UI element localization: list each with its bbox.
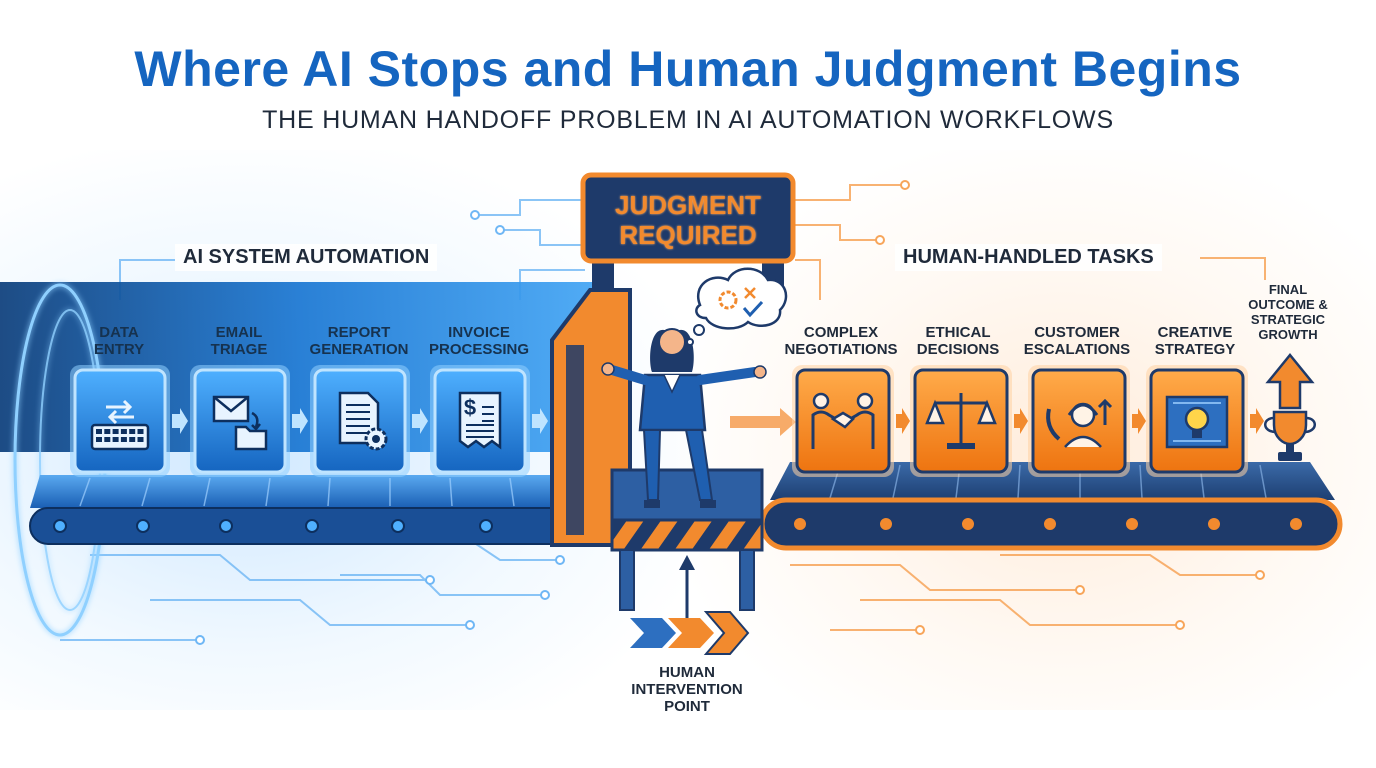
- invoice-dollar-icon: $: [458, 391, 502, 450]
- ai-task-label-report-generation: REPORT GENERATION: [309, 324, 409, 358]
- belt-roller: [305, 519, 319, 533]
- belt-roller: [878, 516, 894, 532]
- belt-roller: [1206, 516, 1222, 532]
- ai-task-tiles: $: [70, 365, 530, 477]
- belt-roller: [1042, 516, 1058, 532]
- flow-arrow-icon: [1014, 408, 1028, 434]
- task-tile: [1146, 365, 1248, 477]
- circuit-lines-right: [790, 184, 1266, 631]
- lightbulb-blueprint-icon: [1165, 395, 1229, 449]
- flow-arrows: [172, 408, 1264, 434]
- belt-roller: [391, 519, 405, 533]
- page-subtitle: THE HUMAN HANDOFF PROBLEM IN AI AUTOMATI…: [262, 106, 1114, 134]
- ai-conveyor-belt: [29, 475, 621, 545]
- human-figure: [601, 328, 767, 508]
- headset-agent-icon: [1046, 398, 1113, 448]
- belt-roller: [1124, 516, 1140, 532]
- belt-roller: [960, 516, 976, 532]
- task-tile: $: [430, 365, 530, 477]
- human-task-label-creative-strategy: CREATIVE STRATEGY: [1154, 324, 1236, 358]
- report-gear-icon: [338, 391, 388, 451]
- flow-arrow-icon: [292, 408, 308, 434]
- flow-arrow-icon: [896, 408, 910, 434]
- ai-belt-rollers: [53, 519, 579, 533]
- handoff-arrow-icon: [630, 555, 750, 655]
- ai-task-label-data-entry: DATA ENTRY: [93, 324, 145, 358]
- belt-roller: [219, 519, 233, 533]
- task-tile: [910, 365, 1012, 477]
- human-section-label: HUMAN-HANDLED TASKS: [895, 244, 1162, 271]
- trophy-arrow-icon: [1264, 353, 1316, 461]
- page-title: Where AI Stops and Human Judgment Begins: [134, 41, 1242, 97]
- scales-icon: [925, 393, 997, 449]
- svg-text:$: $: [464, 395, 476, 420]
- flow-arrow-icon: [1132, 408, 1146, 434]
- email-folder-icon: [212, 395, 268, 451]
- thought-bubble-icon: [686, 267, 788, 346]
- sign-line-1: JUDGMENT: [615, 190, 761, 220]
- belt-roller: [792, 516, 808, 532]
- flow-arrow-icon: [172, 408, 188, 434]
- flow-arrow-icon: [412, 408, 428, 434]
- judgment-sign: [580, 172, 796, 264]
- belt-roller: [53, 519, 67, 533]
- belt-roller: [136, 519, 150, 533]
- keyboard-icon: [90, 399, 150, 451]
- circuit-nodes-right: [875, 180, 1265, 635]
- flow-arrow-icon: [1250, 408, 1264, 434]
- final-outcome-label: FINAL OUTCOME & STRATEGIC GROWTH: [1248, 282, 1328, 342]
- ai-task-label-invoice-processing: INVOICE PROCESSING: [428, 324, 530, 358]
- task-tile: [70, 365, 170, 477]
- handshake-icon: [811, 392, 875, 449]
- human-task-label-ethical-decisions: ETHICAL DECISIONS: [916, 324, 1000, 358]
- ai-task-label-email-triage: EMAIL TRIAGE: [210, 324, 268, 358]
- flow-arrow-icon: [532, 408, 548, 434]
- ai-section-label: AI SYSTEM AUTOMATION: [175, 244, 438, 271]
- task-tile: [1028, 365, 1130, 477]
- human-task-tiles: [792, 365, 1248, 477]
- belt-roller: [479, 519, 493, 533]
- intervention-platform: [610, 468, 764, 611]
- belt-roller: [1288, 516, 1304, 532]
- human-task-label-customer-escalations: CUSTOMER ESCALATIONS: [1023, 324, 1131, 358]
- task-tile: [792, 365, 894, 477]
- sign-line-2: REQUIRED: [619, 220, 757, 250]
- entry-arrow-icon: [730, 408, 796, 436]
- task-tile: [190, 365, 290, 477]
- human-intervention-point-label: HUMAN INTERVENTION POINT: [631, 664, 743, 715]
- circuit-nodes-left: [195, 210, 565, 645]
- task-tile: [310, 365, 410, 477]
- human-belt-rollers: [792, 516, 1304, 532]
- human-task-label-complex-negotiations: COMPLEX NEGOTIATIONS: [784, 324, 898, 358]
- judgment-sign-text: JUDGMENT REQUIRED: [589, 190, 787, 250]
